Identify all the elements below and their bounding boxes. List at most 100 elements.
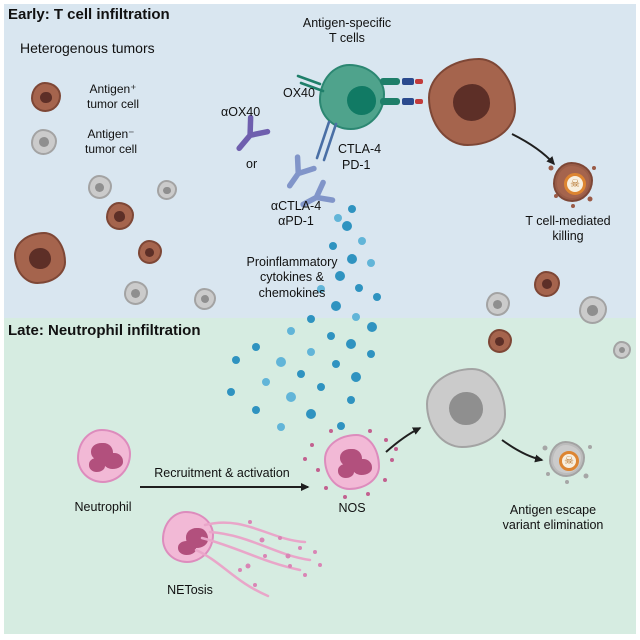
cell-nucleus	[587, 304, 599, 316]
escape-elimination-label: Antigen escape variant elimination	[503, 503, 604, 534]
cytokine-dot	[335, 271, 345, 281]
pd1-label: PD-1	[342, 158, 371, 172]
cell-nucleus	[28, 247, 51, 270]
legend-antigen-neg-cell	[31, 129, 57, 155]
nos-to-escape-cell-arrow	[385, 427, 422, 453]
killed-tumor-cell: ☠	[553, 162, 593, 202]
cytokine-dot	[276, 357, 286, 367]
receptor-line	[322, 122, 338, 162]
antigen-neg-tumor-cell	[124, 281, 148, 305]
tcr-bar	[380, 78, 400, 85]
nucleus-lobe	[103, 453, 123, 469]
label-line: αCTLA-4	[270, 199, 322, 213]
apd1-antibody-icon	[300, 179, 336, 208]
or-label: or	[246, 157, 258, 171]
cell-nucleus	[452, 84, 491, 122]
nos-speckle	[316, 468, 320, 472]
antigen-pos-tumor-cell	[138, 240, 162, 264]
label-line: chemokines	[258, 285, 326, 300]
aox40-antibody-icon	[236, 114, 271, 152]
net-dot	[259, 537, 265, 543]
nos-speckle	[366, 492, 370, 496]
cell-nucleus	[38, 137, 49, 148]
antigen-bar	[415, 99, 423, 104]
net-strand	[203, 521, 307, 544]
early-phase-background	[4, 4, 636, 318]
nos-speckle	[390, 458, 394, 462]
cytokine-dot	[327, 332, 335, 340]
cytokine-dots-dark	[227, 205, 381, 430]
engaged-tumor-cell	[428, 58, 516, 146]
cytokine-dots-light	[262, 214, 375, 431]
neutrophil-cell	[77, 429, 131, 483]
label-line: Proinflammatory	[246, 255, 338, 269]
cytokine-dot	[307, 348, 315, 356]
cytokine-dot	[329, 242, 337, 250]
antigen-bar	[415, 79, 423, 84]
legend-line: tumor cell	[84, 141, 138, 156]
tcr-bar	[380, 98, 400, 105]
legend-antigen-pos-label: Antigen⁺ tumor cell	[87, 82, 139, 111]
label-line: T cells	[329, 31, 365, 46]
cytokine-dot	[367, 259, 375, 267]
antigen-specific-tcells-label: Antigen-specific T cells	[303, 16, 391, 47]
late-title: Late: Neutrophil infiltration	[8, 322, 201, 339]
nos-speckle	[383, 478, 387, 482]
debris-dot	[546, 472, 550, 476]
antigen-escape-variant-cell	[426, 368, 506, 448]
receptor-line	[296, 74, 322, 86]
cytokine-dot	[287, 327, 295, 335]
actla4-apd1-label: αCTLA-4 αPD-1	[271, 199, 321, 230]
debris-dot	[542, 445, 548, 451]
debris-dot	[592, 166, 596, 170]
antigen-neg-tumor-cell	[157, 180, 177, 200]
antigen-pos-tumor-cell	[14, 232, 66, 284]
cell-nucleus	[347, 86, 376, 115]
debris-dot	[554, 194, 558, 198]
nos-label: NOS	[338, 501, 366, 515]
cytokine-dot	[352, 313, 360, 321]
net-dot	[278, 536, 282, 540]
ctla4-label: CTLA-4	[338, 142, 382, 156]
label-line: variant elimination	[502, 518, 604, 533]
aox40-label: αOX40	[221, 105, 261, 119]
nos-speckle	[368, 429, 372, 433]
label-line: killing	[552, 229, 584, 244]
nucleus-lobe	[338, 464, 354, 478]
receptor-line	[299, 81, 325, 93]
nos-speckle	[303, 457, 307, 461]
cytokine-dot	[306, 409, 316, 419]
apoptotic-debris-brown	[548, 165, 596, 208]
ox40-receptor	[296, 74, 325, 93]
cell-nucleus	[200, 295, 209, 304]
debris-dot	[571, 204, 575, 208]
cytokine-dot	[332, 360, 340, 368]
antigen-neg-tumor-cell	[88, 175, 112, 199]
cytokine-dot	[286, 392, 296, 402]
antigen-neg-tumor-cell	[579, 296, 607, 324]
legend-antigen-neg-label: Antigen⁻ tumor cell	[85, 127, 137, 156]
debris-dot	[588, 445, 592, 449]
nucleus-lobe	[178, 541, 196, 555]
legend-line: Antigen⁺	[89, 82, 137, 96]
cytokine-dot	[346, 339, 356, 349]
net-strands	[194, 521, 312, 598]
cytokine-dot	[342, 221, 352, 231]
nos-speckle	[324, 486, 328, 490]
skull-icon: ☠	[564, 454, 574, 467]
label-line: Antigen-specific	[302, 16, 392, 30]
cell-nucleus	[114, 210, 126, 222]
recruitment-label: Recruitment & activation	[154, 466, 290, 480]
cytokine-dot	[227, 388, 235, 396]
net-dot	[288, 564, 292, 568]
mhc-bar	[402, 98, 414, 105]
nos-speckle	[394, 447, 398, 451]
cytokine-dot	[334, 214, 342, 222]
cytokine-dot	[277, 423, 285, 431]
cytokine-dot	[355, 284, 363, 292]
tcr-synapse	[380, 78, 423, 105]
cytokine-dot	[347, 396, 355, 404]
nos-speckle	[384, 438, 388, 442]
